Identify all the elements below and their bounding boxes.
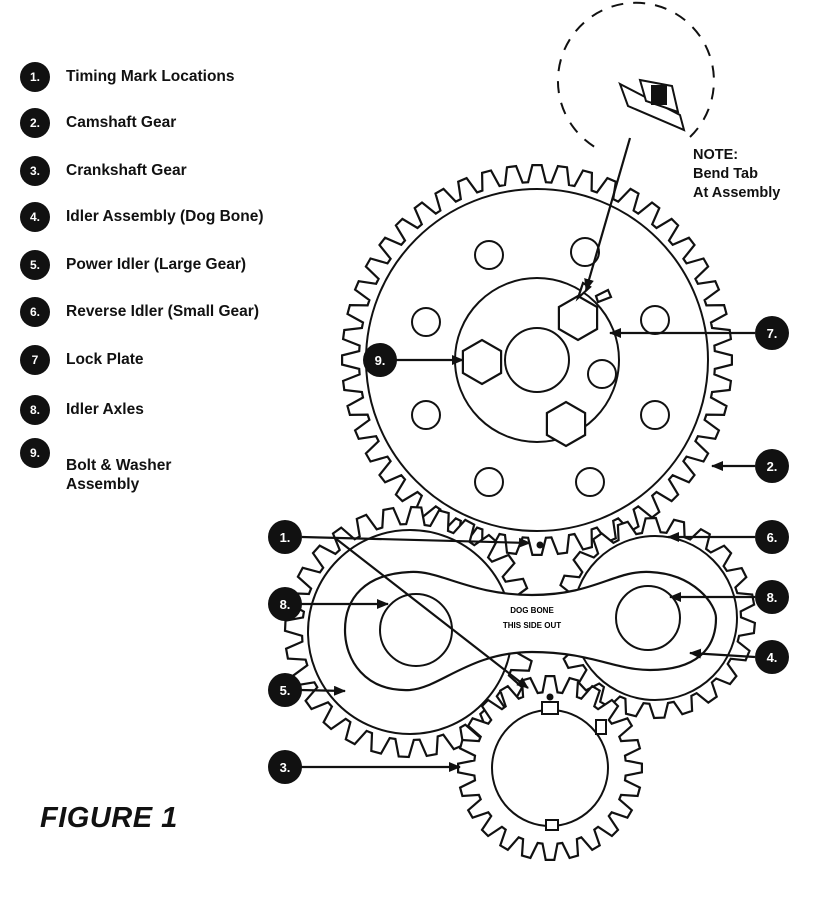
note-line: At Assembly [693, 185, 781, 201]
callout-8-right: 8. [755, 580, 789, 614]
note-text: NOTE: Bend Tab At Assembly [693, 146, 780, 203]
svg-text:3.: 3. [280, 760, 291, 775]
crankshaft-keyway [595, 719, 607, 735]
legend-number-badge: 6. [20, 297, 50, 327]
svg-text:2.: 2. [767, 459, 778, 474]
note-heading: NOTE: [693, 147, 739, 163]
bolt-head-icon [461, 338, 503, 386]
camshaft-gear [341, 164, 733, 556]
legend-number-badge: 2. [20, 108, 50, 138]
bent-tab-detail-icon [618, 78, 686, 132]
legend-label: Reverse Idler (Small Gear) [66, 303, 259, 320]
legend-label: Idler Assembly (Dog Bone) [66, 208, 264, 225]
legend-item: 6. Reverse Idler (Small Gear) [20, 297, 316, 327]
bolt-washer-assemblies [461, 281, 613, 448]
legend-item: 9. Bolt & Washer Assembly [20, 438, 226, 494]
legend-label: Timing Mark Locations [66, 68, 235, 85]
dog-bone-label: DOG BONE [510, 606, 554, 615]
crankshaft-keyway [545, 819, 559, 831]
gear-hole [474, 467, 504, 497]
lock-plate-tab [594, 288, 613, 304]
gear-hole [411, 307, 441, 337]
callout-8-left: 8. [268, 587, 302, 621]
leader-line [299, 685, 346, 696]
legend-label: Idler Axles [66, 401, 144, 418]
callout-1: 1. [268, 520, 302, 554]
leader-line [334, 537, 529, 689]
legend-item: 7 Lock Plate [20, 345, 316, 375]
legend-item: 3. Crankshaft Gear [20, 156, 316, 186]
legend-label: Bolt & Washer Assembly [66, 457, 172, 493]
callout-9: 9. [363, 343, 397, 377]
callout-7: 7. [755, 316, 789, 350]
legend-item: 5. Power Idler (Large Gear) [20, 250, 316, 280]
svg-text:4.: 4. [767, 650, 778, 665]
figure-title: FIGURE 1 [40, 802, 178, 834]
callout-5: 5. [268, 673, 302, 707]
bolt-head-icon [557, 294, 599, 342]
callout-4: 4. [755, 640, 789, 674]
callout-6: 6. [755, 520, 789, 554]
callout-2: 2. [755, 449, 789, 483]
legend-label: Lock Plate [66, 351, 144, 368]
crankshaft-bore [491, 709, 609, 827]
timing-mark-dot [546, 693, 554, 701]
gear-hole [587, 359, 617, 389]
legend-label: Power Idler (Large Gear) [66, 256, 247, 273]
gear-hole [474, 240, 504, 270]
legend-number-badge: 7 [20, 345, 50, 375]
note-line: Bend Tab [693, 166, 758, 182]
legend-number-badge: 8. [20, 395, 50, 425]
svg-text:8.: 8. [767, 590, 778, 605]
camshaft-center-bore [504, 327, 570, 393]
timing-mark-dot [536, 541, 544, 549]
crankshaft-keyway [541, 701, 559, 715]
legend-number-badge: 9. [20, 438, 50, 468]
leader-line [689, 648, 756, 659]
legend-label: Camshaft Gear [66, 114, 177, 131]
detail-callout-circle [556, 1, 715, 151]
idler-axle-left [379, 593, 453, 667]
legend-item: 4. Idler Assembly (Dog Bone) [20, 202, 316, 232]
dog-bone-label: THIS SIDE OUT [503, 621, 561, 630]
legend-item: 2. Camshaft Gear [20, 108, 316, 138]
idler-axle-right [615, 585, 681, 651]
svg-text:1.: 1. [280, 530, 291, 545]
legend-item: 1. Timing Mark Locations [20, 62, 316, 92]
svg-text:5.: 5. [280, 683, 291, 698]
legend-item: 8. Idler Axles [20, 395, 316, 425]
leader-line [301, 535, 531, 548]
gear-hole [575, 467, 605, 497]
legend-number-badge: 3. [20, 156, 50, 186]
svg-text:6.: 6. [767, 530, 778, 545]
gear-hole [640, 400, 670, 430]
svg-text:9.: 9. [375, 353, 386, 368]
legend-label: Crankshaft Gear [66, 162, 187, 179]
svg-text:7.: 7. [767, 326, 778, 341]
svg-text:8.: 8. [280, 597, 291, 612]
legend-number-badge: 1. [20, 62, 50, 92]
bolt-head-icon [545, 400, 587, 448]
gear-hole [570, 237, 600, 267]
gear-hole [411, 400, 441, 430]
legend-number-badge: 5. [20, 250, 50, 280]
legend-number-badge: 4. [20, 202, 50, 232]
note-arrow [584, 137, 632, 291]
callout-3: 3. [268, 750, 302, 784]
